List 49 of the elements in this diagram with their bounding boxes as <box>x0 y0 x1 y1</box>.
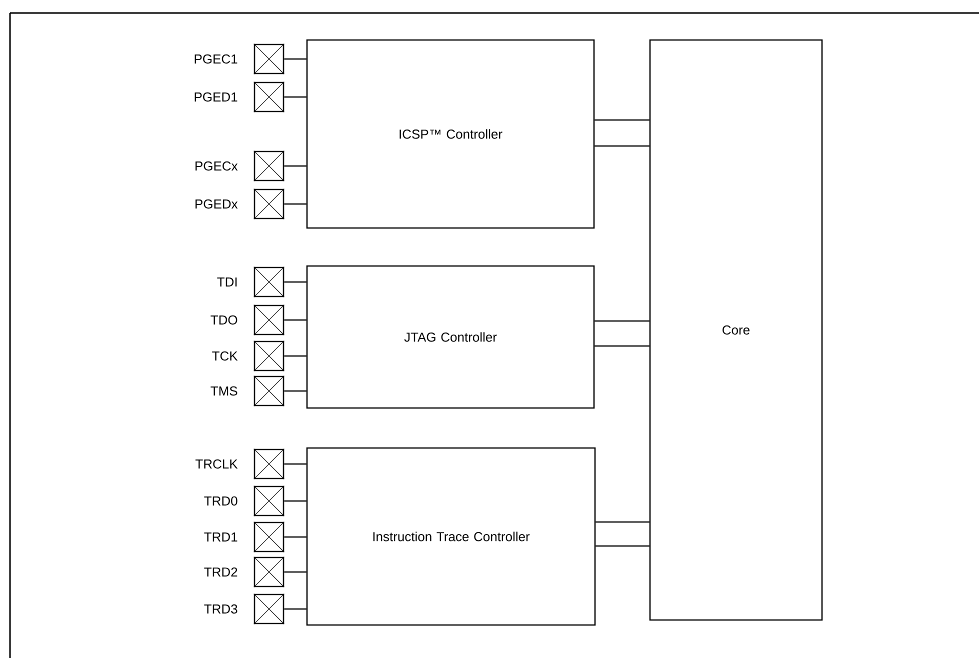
pin-symbol <box>254 340 284 372</box>
pin-label: TRD2 <box>204 567 238 577</box>
pin-label: PGED1 <box>194 92 238 102</box>
wire <box>284 203 306 205</box>
pin-symbol <box>254 556 284 588</box>
bus-line <box>596 521 650 523</box>
wire <box>284 608 306 610</box>
pin-symbol <box>254 188 284 220</box>
pin-label: TMS <box>210 386 238 396</box>
wire <box>284 319 306 321</box>
pin-symbol <box>254 594 284 624</box>
bus-line <box>594 320 650 322</box>
pin-symbol <box>254 448 284 480</box>
wire <box>284 58 306 60</box>
wire <box>284 536 306 538</box>
controller-box: Instruction Trace Controller <box>306 447 596 626</box>
bus-line <box>596 545 650 547</box>
pin-label: PGEC1 <box>194 54 238 64</box>
pin-label: TRD0 <box>204 496 238 506</box>
pin-symbol <box>254 44 284 74</box>
wire <box>284 355 306 357</box>
pin-symbol <box>254 304 284 336</box>
pin-label: TRD1 <box>204 532 238 542</box>
wire <box>284 390 306 392</box>
pin-symbol <box>254 486 284 516</box>
controller-box: JTAG Controller <box>306 265 595 409</box>
pin-symbol <box>254 150 284 182</box>
pin-label: PGEDx <box>196 199 238 209</box>
pin-label: TRCLK <box>196 459 238 469</box>
bus-line <box>594 119 650 121</box>
wire <box>284 463 306 465</box>
pin-label: TDO <box>210 315 238 325</box>
wire <box>284 281 306 283</box>
controller-box: ICSP™ Controller <box>306 39 595 229</box>
pin-label: TCK <box>212 351 238 361</box>
core-box: Core <box>649 39 823 621</box>
pin-symbol <box>254 266 284 298</box>
pin-label: TRD3 <box>204 604 238 614</box>
wire <box>284 96 306 98</box>
wire <box>284 571 306 573</box>
bus-line <box>594 345 650 347</box>
wire <box>284 500 306 502</box>
pin-label: TDI <box>217 278 237 286</box>
pin-label: PGECx <box>196 161 238 171</box>
pin-symbol <box>254 376 284 406</box>
pin-symbol <box>254 522 284 552</box>
pin-symbol <box>254 82 284 112</box>
bus-line <box>594 145 650 147</box>
wire <box>284 165 306 167</box>
